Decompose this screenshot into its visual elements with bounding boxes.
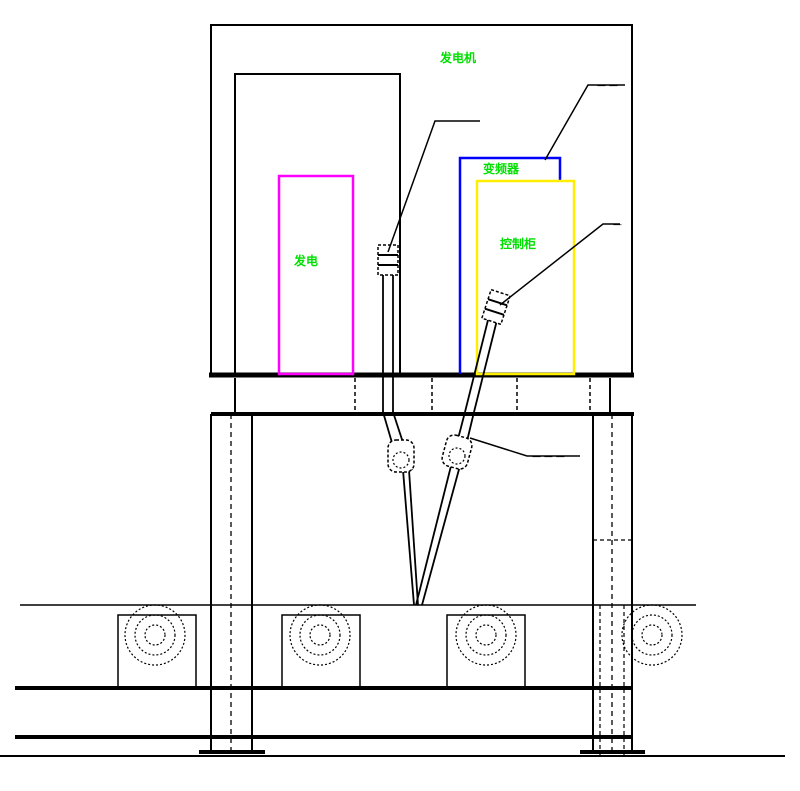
cabinet-outline	[210, 24, 633, 376]
connector-upper-right	[480, 288, 512, 326]
label-blue-box: 变频器	[483, 161, 520, 176]
connector-lower-right	[441, 434, 473, 470]
roller-4	[621, 604, 683, 666]
leader-line-mid-left	[387, 120, 480, 253]
label-left-box: 发电	[293, 253, 318, 268]
callout-bottom-right: — — —	[532, 452, 565, 462]
cable-right	[421, 461, 462, 606]
leader-line-bottom-right	[469, 437, 580, 457]
roller-box-2	[281, 614, 361, 689]
leader-line-right-mid	[499, 223, 620, 306]
leader-line-top-right	[544, 84, 625, 161]
blue-box	[458, 156, 562, 374]
roller-3	[455, 604, 517, 666]
roller-box-1	[117, 614, 197, 689]
connector-upper-left	[377, 244, 399, 276]
roller-1	[124, 604, 186, 666]
callout-mid-left: — — —	[440, 116, 473, 126]
label-cabinet-top: 发电机	[439, 50, 476, 65]
roller-2	[289, 604, 351, 666]
cable-right	[415, 461, 453, 606]
callout-right-top: — —	[597, 81, 618, 91]
roller-box-3	[446, 614, 526, 689]
yellow-box	[475, 179, 576, 376]
cable-left	[408, 469, 419, 606]
magenta-box	[277, 174, 355, 376]
callout-right-mid: —	[613, 220, 622, 230]
label-yellow-box: 控制柜	[500, 236, 536, 251]
inner-left-box	[234, 73, 401, 375]
cable-left	[402, 469, 415, 606]
connector-lower-left	[387, 439, 415, 473]
